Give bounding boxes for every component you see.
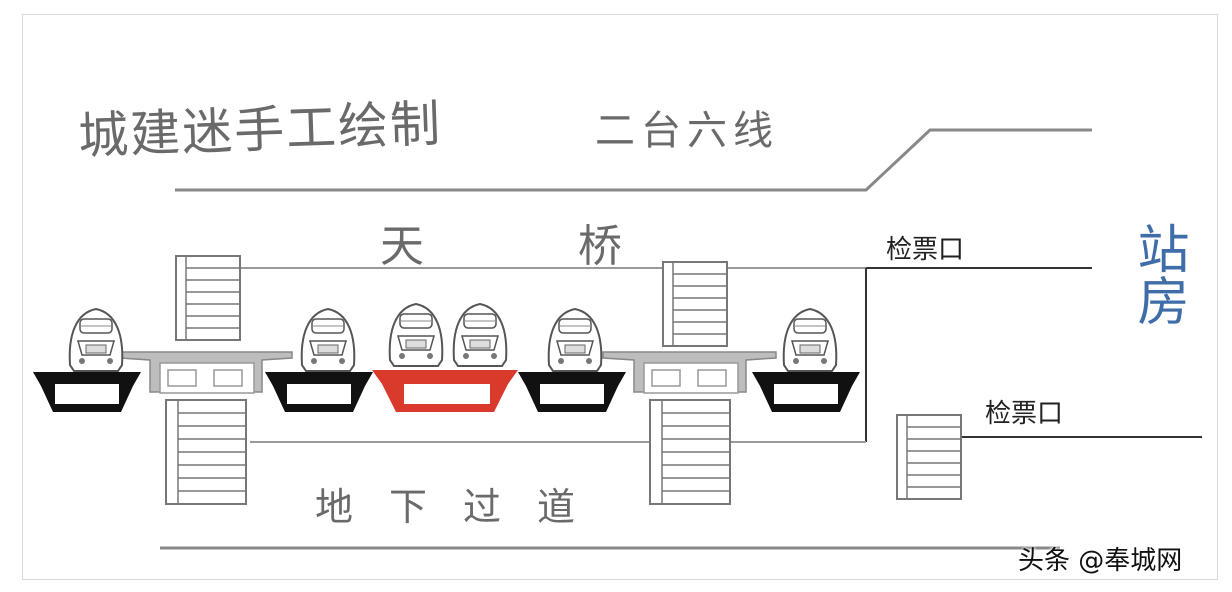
track-2 [265, 372, 373, 412]
label-bridge: 天 桥 [380, 221, 692, 272]
label-station-building: 站房 [1128, 222, 1188, 326]
train-1 [68, 308, 124, 372]
track-4 [518, 372, 626, 412]
watermark: 头条 @奉城网 [1018, 546, 1183, 576]
stair-station [896, 414, 962, 500]
track-5 [752, 372, 860, 412]
label-ticket-gate-lower: 检票口 [985, 399, 1064, 429]
platform-left [119, 351, 293, 394]
diagram-subtitle: 二台六线 [595, 108, 779, 154]
stair-upper-right [662, 261, 728, 347]
train-3b [452, 303, 508, 367]
train-2 [300, 308, 356, 372]
stair-upper-left [175, 255, 241, 341]
stair-lower-right [649, 399, 731, 505]
track-1 [33, 372, 141, 412]
label-ticket-gate-upper: 检票口 [886, 235, 965, 265]
train-5 [782, 308, 838, 372]
diagram-title: 城建迷手工绘制 [77, 94, 444, 166]
label-underpass: 地下过道 [315, 485, 612, 529]
upper-level-line [175, 128, 1092, 192]
train-4 [547, 308, 603, 372]
platform-right [602, 351, 777, 394]
train-3a [388, 303, 444, 367]
stair-lower-left [165, 399, 247, 505]
track-3 [372, 370, 518, 412]
